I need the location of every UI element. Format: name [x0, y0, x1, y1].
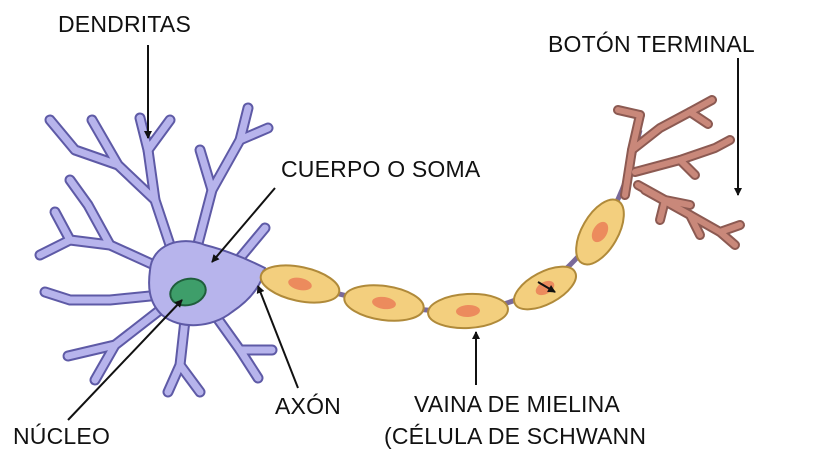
label-vaina-mielina: VAINA DE MIELINA: [414, 393, 620, 416]
label-nucleo: NÚCLEO: [13, 425, 110, 448]
label-axon: AXÓN: [275, 395, 341, 418]
label-boton-terminal: BOTÓN TERMINAL: [548, 33, 755, 56]
pointer-axon: [258, 286, 298, 388]
label-cuerpo-soma: CUERPO O SOMA: [281, 158, 480, 181]
pointer-nucleo: [68, 300, 182, 420]
label-celula-schwann: (CÉLULA DE SCHWANN: [384, 425, 646, 448]
dendrites: [40, 108, 272, 392]
label-dendritas: DENDRITAS: [58, 13, 191, 36]
axon-terminal: [618, 100, 740, 245]
